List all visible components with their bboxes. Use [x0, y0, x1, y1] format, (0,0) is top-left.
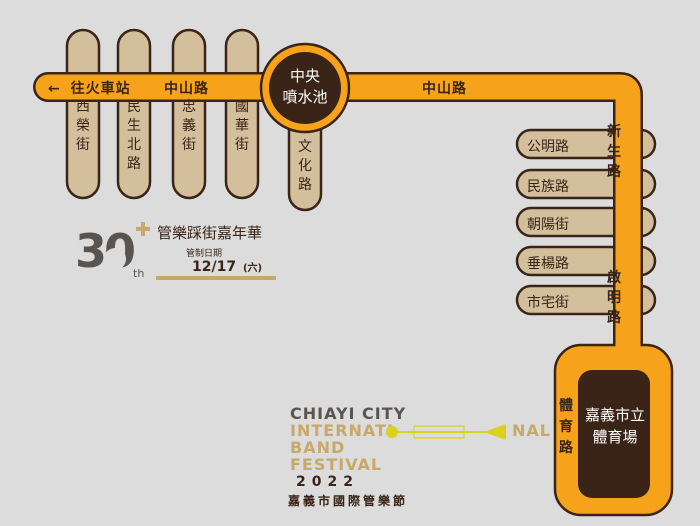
zhongshan-road-east-label: 中山路	[422, 81, 467, 97]
logo-line2b: NAL	[512, 421, 551, 440]
arrow-left-icon: ←	[48, 81, 60, 97]
to-station-label: ← 往火車站	[48, 81, 131, 97]
date-underline	[156, 276, 276, 280]
logo-line4: FESTIVAL	[290, 455, 383, 474]
event-date: 12/17 (六)	[192, 259, 263, 275]
tiyu-road-label: 體育路	[559, 398, 573, 456]
street-chuiyang-label: 垂楊路	[527, 256, 569, 272]
logo-chinese-name: 嘉義市國際管樂節	[288, 494, 409, 508]
stadium-building	[578, 370, 650, 498]
logo-line1: CHIAYI CITY	[290, 404, 407, 423]
event-title: 管樂踩街嘉年華	[157, 224, 263, 242]
thirtieth-badge-suffix: th	[133, 267, 145, 280]
stadium-label: 嘉義市立 體育場	[584, 406, 645, 446]
north-street-label: 西榮街	[76, 99, 90, 153]
zhongshan-road-west-label: 中山路	[164, 81, 209, 97]
street-gongming-label: 公明路	[527, 139, 569, 155]
street-shizhai-label: 市宅街	[527, 295, 569, 311]
north-street-label: 忠義街	[182, 99, 196, 153]
logo-line3: BAND	[290, 438, 346, 457]
central-fountain	[259, 42, 351, 134]
parade-route	[33, 72, 674, 517]
thirtieth-badge-number: 30	[75, 224, 136, 278]
xinsheng-road-label: 新生路	[607, 124, 621, 180]
north-street-label: 民生北路	[127, 99, 141, 172]
trumpet-icon	[386, 424, 506, 440]
fountain-label: 中央 噴水池	[282, 67, 328, 106]
north-street-label: 文化路	[298, 139, 312, 193]
north-street-label: 國華街	[235, 99, 249, 153]
control-date-label: 管制日期	[186, 249, 223, 259]
logo-year: 2022	[296, 474, 359, 490]
street-minzu-label: 民族路	[527, 179, 569, 195]
logo-line2a: INTERNATI	[290, 421, 394, 440]
street-chaoyang-label: 朝陽街	[527, 217, 569, 233]
plus-icon	[136, 222, 150, 236]
qiming-road-label: 啟明路	[607, 270, 621, 326]
badge-inner-circle	[104, 248, 126, 270]
